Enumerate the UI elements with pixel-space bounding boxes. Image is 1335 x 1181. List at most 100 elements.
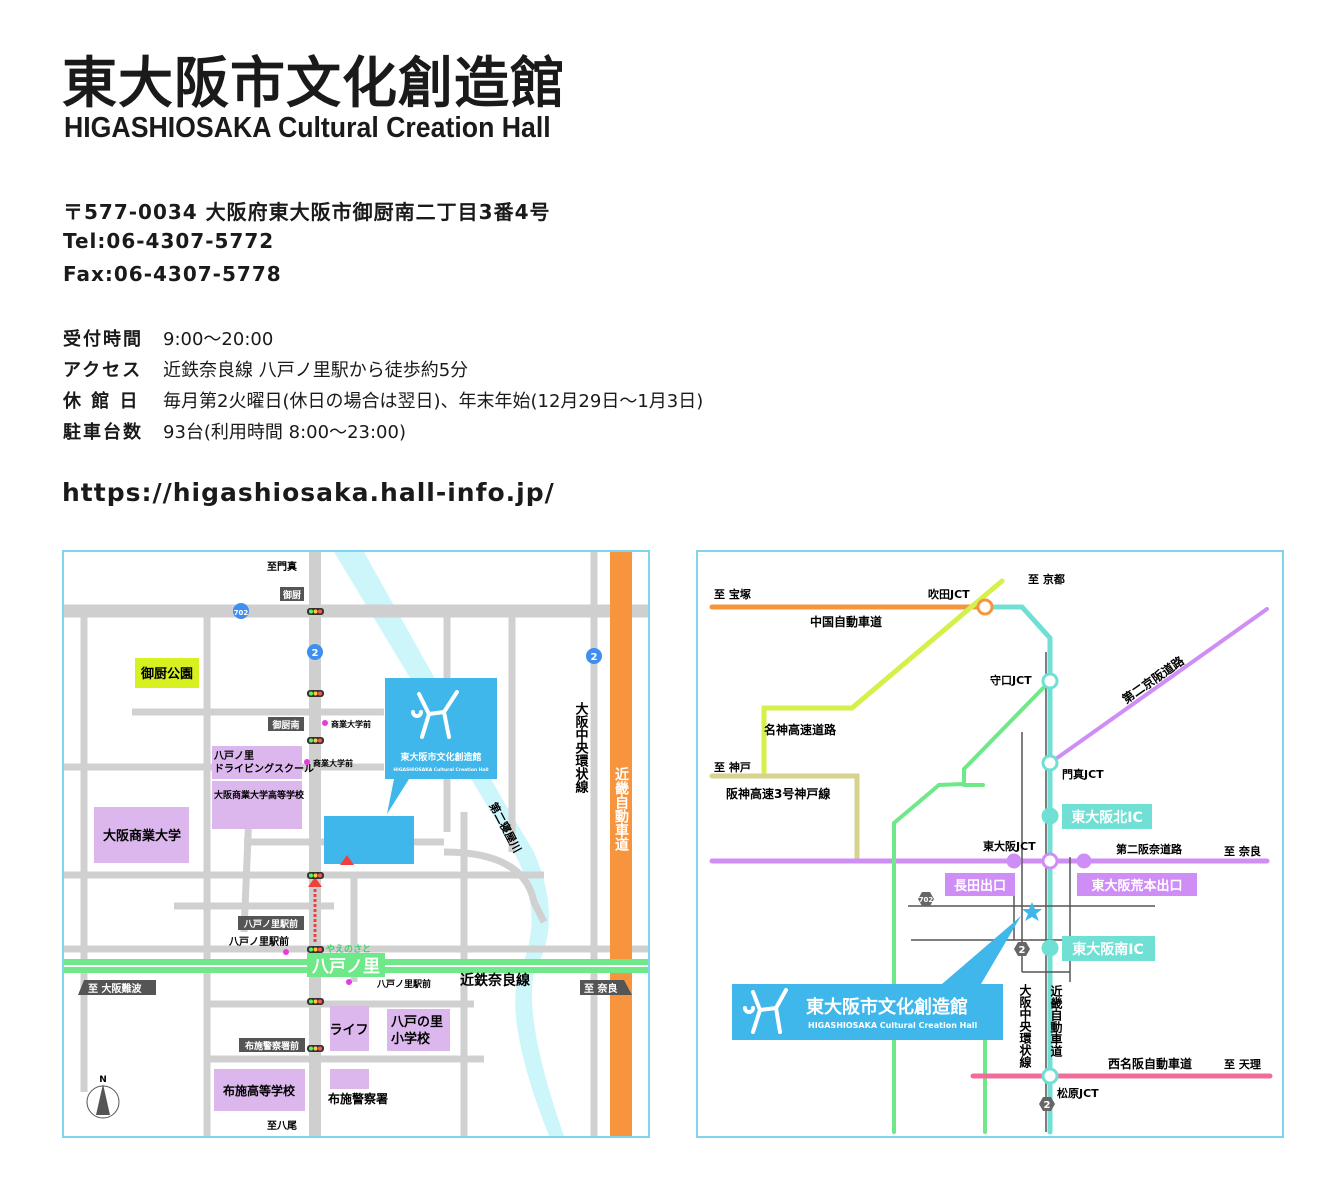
hall-callout-name: 東大阪市文化創造館 — [400, 751, 481, 763]
hall-callout-name-en: HIGASHIOSAKA Cultural Creation Hall — [808, 1021, 978, 1030]
north-compass-icon: N — [86, 1075, 120, 1119]
river — [334, 552, 564, 1136]
bus-stop-icon — [346, 979, 352, 985]
kinki-expressway-label: 近畿自動車道 — [613, 766, 629, 852]
police-label: 布施警察署 — [328, 1091, 388, 1106]
aramoto-exit-box — [1077, 873, 1197, 896]
route-2-shield-icon — [1014, 942, 1030, 956]
bus-stop-label: 商業大学前 — [331, 719, 371, 729]
info-key: 休 館 日 — [63, 391, 140, 412]
junctions — [976, 598, 1092, 1085]
wide-map-svg: 至 宝塚 至 京都 吹田JCT 中国自動車道 名神高速道路 至 神戸 阪神高速3… — [709, 572, 1273, 1135]
minami-ic-label: 東大阪南IC — [1072, 941, 1143, 958]
entrance-arrow-icon — [340, 855, 354, 865]
elementary-area — [387, 1009, 450, 1051]
direction-namba: 至 大阪難波 — [88, 982, 142, 995]
nagata-exit-label: 長田出口 — [954, 878, 1006, 894]
fuse-high-label: 布施高等学校 — [223, 1083, 296, 1098]
kinki-expressway-label: 近畿自動車道 — [1049, 984, 1063, 1058]
route-2-shield-icon — [307, 644, 323, 660]
north-label: N — [99, 1075, 107, 1085]
higashiosaka-jct-label: 東大阪JCT — [983, 839, 1036, 853]
chugoku-label: 中国自動車道 — [810, 614, 882, 629]
west-arrow-icon — [78, 980, 84, 995]
driving-school-label: 八戸ノ里 — [213, 750, 254, 762]
aramoto-exit-label: 東大阪荒本出口 — [1091, 878, 1182, 894]
direction-kyoto: 至 京都 — [1028, 572, 1065, 586]
hall-logo-icon — [411, 690, 459, 739]
direction-yao: 至八尾 — [267, 1120, 297, 1132]
direction-kobe: 至 神戸 — [714, 760, 751, 774]
signal-fuse-police: 布施警察署前 — [244, 1040, 299, 1052]
station-kana-label: やえのさと — [326, 944, 371, 955]
station-label: 八戸ノ里 — [312, 957, 380, 977]
bus-stop-label: 商業大学前 — [313, 758, 353, 768]
bus-stop-label: 八戸ノ里駅前 — [228, 935, 289, 948]
university-label: 大阪商業大学 — [103, 828, 181, 844]
nishi-meihan-label: 西名阪自動車道 — [1108, 1056, 1192, 1071]
bus-stop-icon — [322, 720, 328, 726]
daini-hanna-label: 第二阪奈道路 — [1116, 842, 1183, 856]
bus-stop-icon — [304, 759, 310, 765]
page-subtitle: HIGASHIOSAKA Cultural Creation Hall — [64, 112, 551, 144]
chuo-kanjo-label: 大阪中央環状線 — [1018, 983, 1032, 1069]
railway-label: 近鉄奈良線 — [460, 972, 530, 989]
hall-logo-icon — [743, 988, 788, 1034]
wide-area-map: 至 宝塚 至 京都 吹田JCT 中国自動車道 名神高速道路 至 神戸 阪神高速3… — [696, 550, 1284, 1138]
kadoma-jct-label: 門真JCT — [1062, 767, 1104, 781]
route-702-label: 702 — [919, 896, 934, 904]
info-key: アクセス — [63, 360, 143, 381]
route-2-label: 2 — [1019, 945, 1026, 956]
website-link[interactable]: https://higashiosaka.hall-info.jp/ — [62, 478, 555, 507]
bus-stop-icon — [283, 949, 289, 955]
direction-nara: 至 奈良 — [1224, 844, 1261, 858]
info-row-hours: 受付時間 9:00〜20:00 — [63, 325, 273, 351]
route-702-shield-icon — [233, 603, 249, 619]
station-box — [307, 953, 385, 977]
route-arrow-icon — [308, 877, 322, 887]
matsubara-jct-label: 松原JCT — [1057, 1086, 1099, 1100]
driving-school-area — [212, 746, 302, 779]
direction-bg — [580, 980, 624, 995]
hall-callout-name: 東大阪市文化創造館 — [806, 996, 968, 1018]
meishin-label: 名神高速道路 — [764, 722, 837, 737]
hall-location-star-icon[interactable] — [1022, 902, 1042, 921]
route-2-shield-icon — [586, 648, 602, 664]
hall-callout — [732, 916, 1021, 1040]
tel-number: Tel:06-4307-5772 — [63, 229, 275, 253]
local-map-svg: 御厨公園 八戸ノ里 ドライビングスクール 大阪商業大学高等学校 大阪商業大学 ラ… — [64, 552, 648, 1136]
signal-yaenosato-ekimae: 八戸ノ里駅前 — [243, 918, 298, 930]
university-area — [94, 807, 189, 863]
life-area — [330, 1006, 369, 1051]
moriguchi-jct-label: 守口JCT — [990, 673, 1032, 687]
hanshin-label: 阪神高速3号神戸線 — [726, 786, 830, 801]
signal-label-bg — [280, 587, 304, 601]
info-value: 9:00〜20:00 — [163, 329, 274, 350]
postal-address: 〒577-0034 大阪府東大阪市御厨南二丁目3番4号 — [63, 200, 551, 224]
hall-building[interactable] — [324, 816, 414, 864]
signal-label-bg — [238, 916, 304, 930]
info-key: 駐車台数 — [63, 422, 143, 443]
info-row-access: アクセス近鉄奈良線 八戸ノ里駅から徒歩約5分 — [63, 356, 468, 382]
park-area — [135, 658, 199, 688]
kita-ic-box — [1062, 804, 1152, 829]
hall-callout-name-en: HIGASHIOSAKA Cultural Creation Hall — [393, 767, 489, 773]
direction-nara: 至 奈良 — [584, 982, 617, 995]
direction-bg — [84, 980, 156, 995]
life-label: ライフ — [329, 1023, 368, 1038]
route-2-label: 2 — [312, 648, 319, 659]
direction-takarazuka: 至 宝塚 — [714, 587, 751, 601]
signal-label-bg — [239, 1038, 305, 1052]
direction-kadoma: 至門真 — [267, 560, 297, 573]
info-value: 毎月第2火曜日(休日の場合は翌日)、年末年始(12月29日〜1月3日) — [163, 391, 704, 412]
signal-label-bg — [268, 717, 304, 731]
direction-tenri: 至 天理 — [1224, 1058, 1261, 1071]
driving-school-label-2: ドライビングスクール — [214, 762, 314, 775]
info-key: 受付時間 — [63, 329, 143, 350]
high-school-area — [212, 781, 302, 829]
suita-jct-label: 吹田JCT — [928, 587, 970, 601]
fax-number: Fax:06-4307-5778 — [63, 262, 282, 286]
route-2-shield-icon — [1039, 1097, 1055, 1111]
daini-keihan-label: 第二京阪道路 — [1119, 652, 1187, 706]
